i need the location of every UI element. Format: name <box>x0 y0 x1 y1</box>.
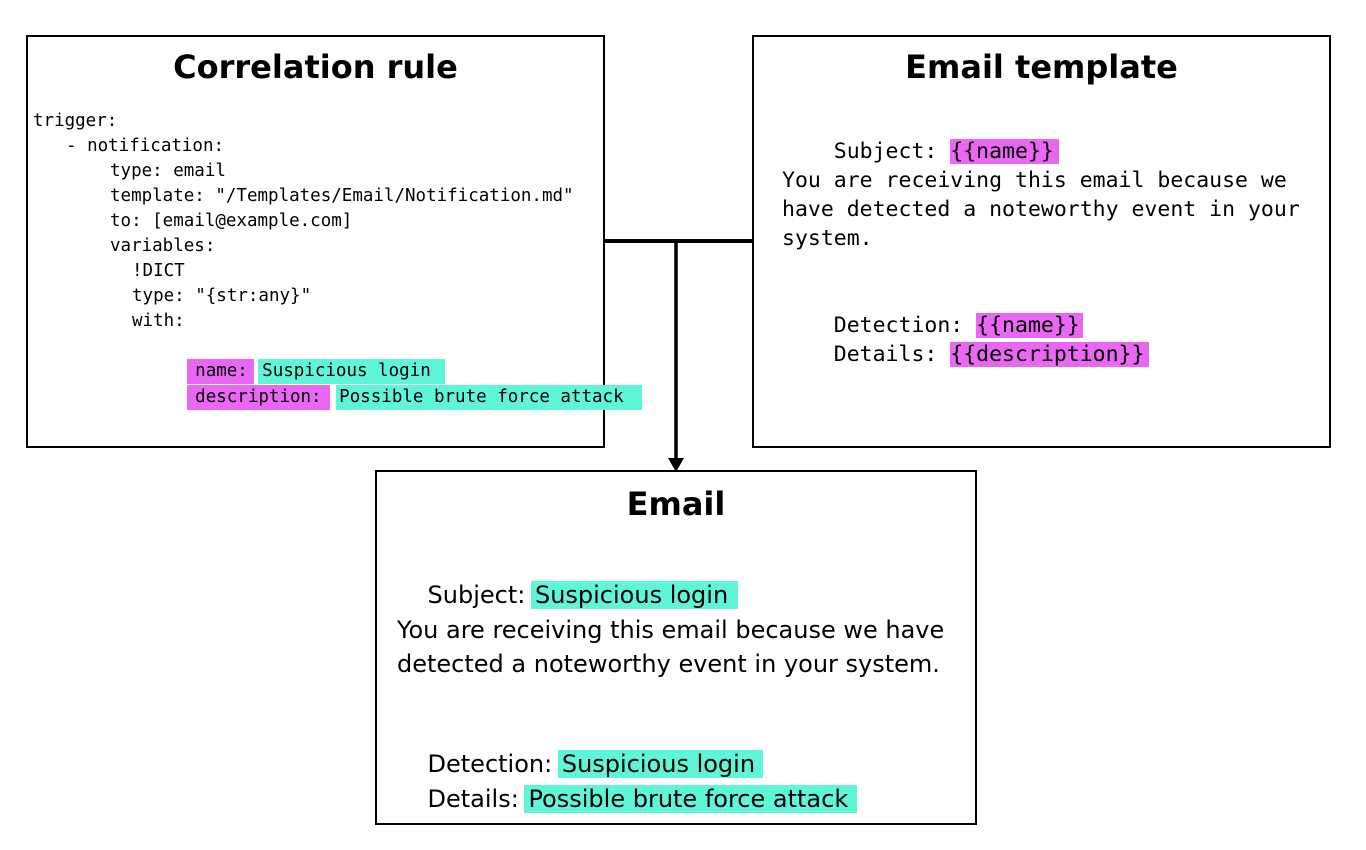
email-details-row: Details: Possible brute force attack <box>397 748 858 850</box>
template-details-row: Details: {{description}} <box>782 311 1150 398</box>
email-subject-value: Suspicious login <box>530 581 739 609</box>
template-body-line-2: have detected a noteworthy event in your <box>782 197 1300 222</box>
email-template-title: Email template <box>905 48 1178 86</box>
email-title: Email <box>626 485 726 523</box>
template-subject-var: {{name}} <box>950 139 1059 164</box>
code-line-template: template: "/Templates/Email/Notification… <box>110 186 574 206</box>
email-template-box: Email template Subject: {{name}} You are… <box>752 35 1331 448</box>
email-details-label: Details: <box>427 785 527 813</box>
email-detection-row: Detection: Suspicious login <box>397 713 764 815</box>
code-line-type-str: type: "{str:any}" <box>132 286 312 306</box>
email-subject-label: Subject: <box>427 581 533 609</box>
name-key-highlight: name: <box>187 359 255 384</box>
email-body-line-2: detected a noteworthy event in your syst… <box>397 650 940 678</box>
template-subject-row: Subject: {{name}} <box>782 108 1059 195</box>
code-line-variables: variables: <box>110 236 216 256</box>
email-box: Email Subject: Suspicious login You are … <box>375 470 977 825</box>
template-details-label: Details: <box>833 342 951 367</box>
code-line-dict: !DICT <box>132 261 185 281</box>
email-detection-label: Detection: <box>427 750 560 778</box>
email-details-value: Possible brute force attack <box>524 785 858 813</box>
correlation-rule-title: Correlation rule <box>173 48 458 86</box>
description-value-highlight: Possible brute force attack <box>336 385 643 410</box>
description-key-highlight: description: <box>187 385 331 410</box>
code-line-trigger: trigger: <box>33 111 118 131</box>
template-subject-label: Subject: <box>833 139 951 164</box>
template-detection-var: {{name}} <box>976 313 1083 338</box>
code-line-notification: - notification: <box>66 136 225 156</box>
template-detection-label: Detection: <box>833 313 977 338</box>
code-line-to: to: [email@example.com] <box>110 211 353 231</box>
template-detection-row: Detection: {{name}} <box>782 282 1083 369</box>
name-var-row: name:Suspicious login <box>145 334 446 409</box>
code-line-type: type: email <box>110 161 226 181</box>
template-body-line-1: You are receiving this email because we <box>782 168 1287 193</box>
arrowhead <box>668 458 684 472</box>
correlation-rule-box: Correlation rule trigger: - notification… <box>26 35 643 448</box>
name-value-highlight: Suspicious login <box>258 359 446 384</box>
email-body-line-1: You are receiving this email because we … <box>397 616 945 644</box>
description-var-row: description:Possible brute force attack <box>145 360 643 435</box>
code-line-with: with: <box>132 311 185 331</box>
template-body-line-3: system. <box>782 226 873 251</box>
email-detection-value: Suspicious login <box>557 750 764 778</box>
email-subject-row: Subject: Suspicious login <box>397 544 739 646</box>
template-details-var: {{description}} <box>950 342 1150 367</box>
